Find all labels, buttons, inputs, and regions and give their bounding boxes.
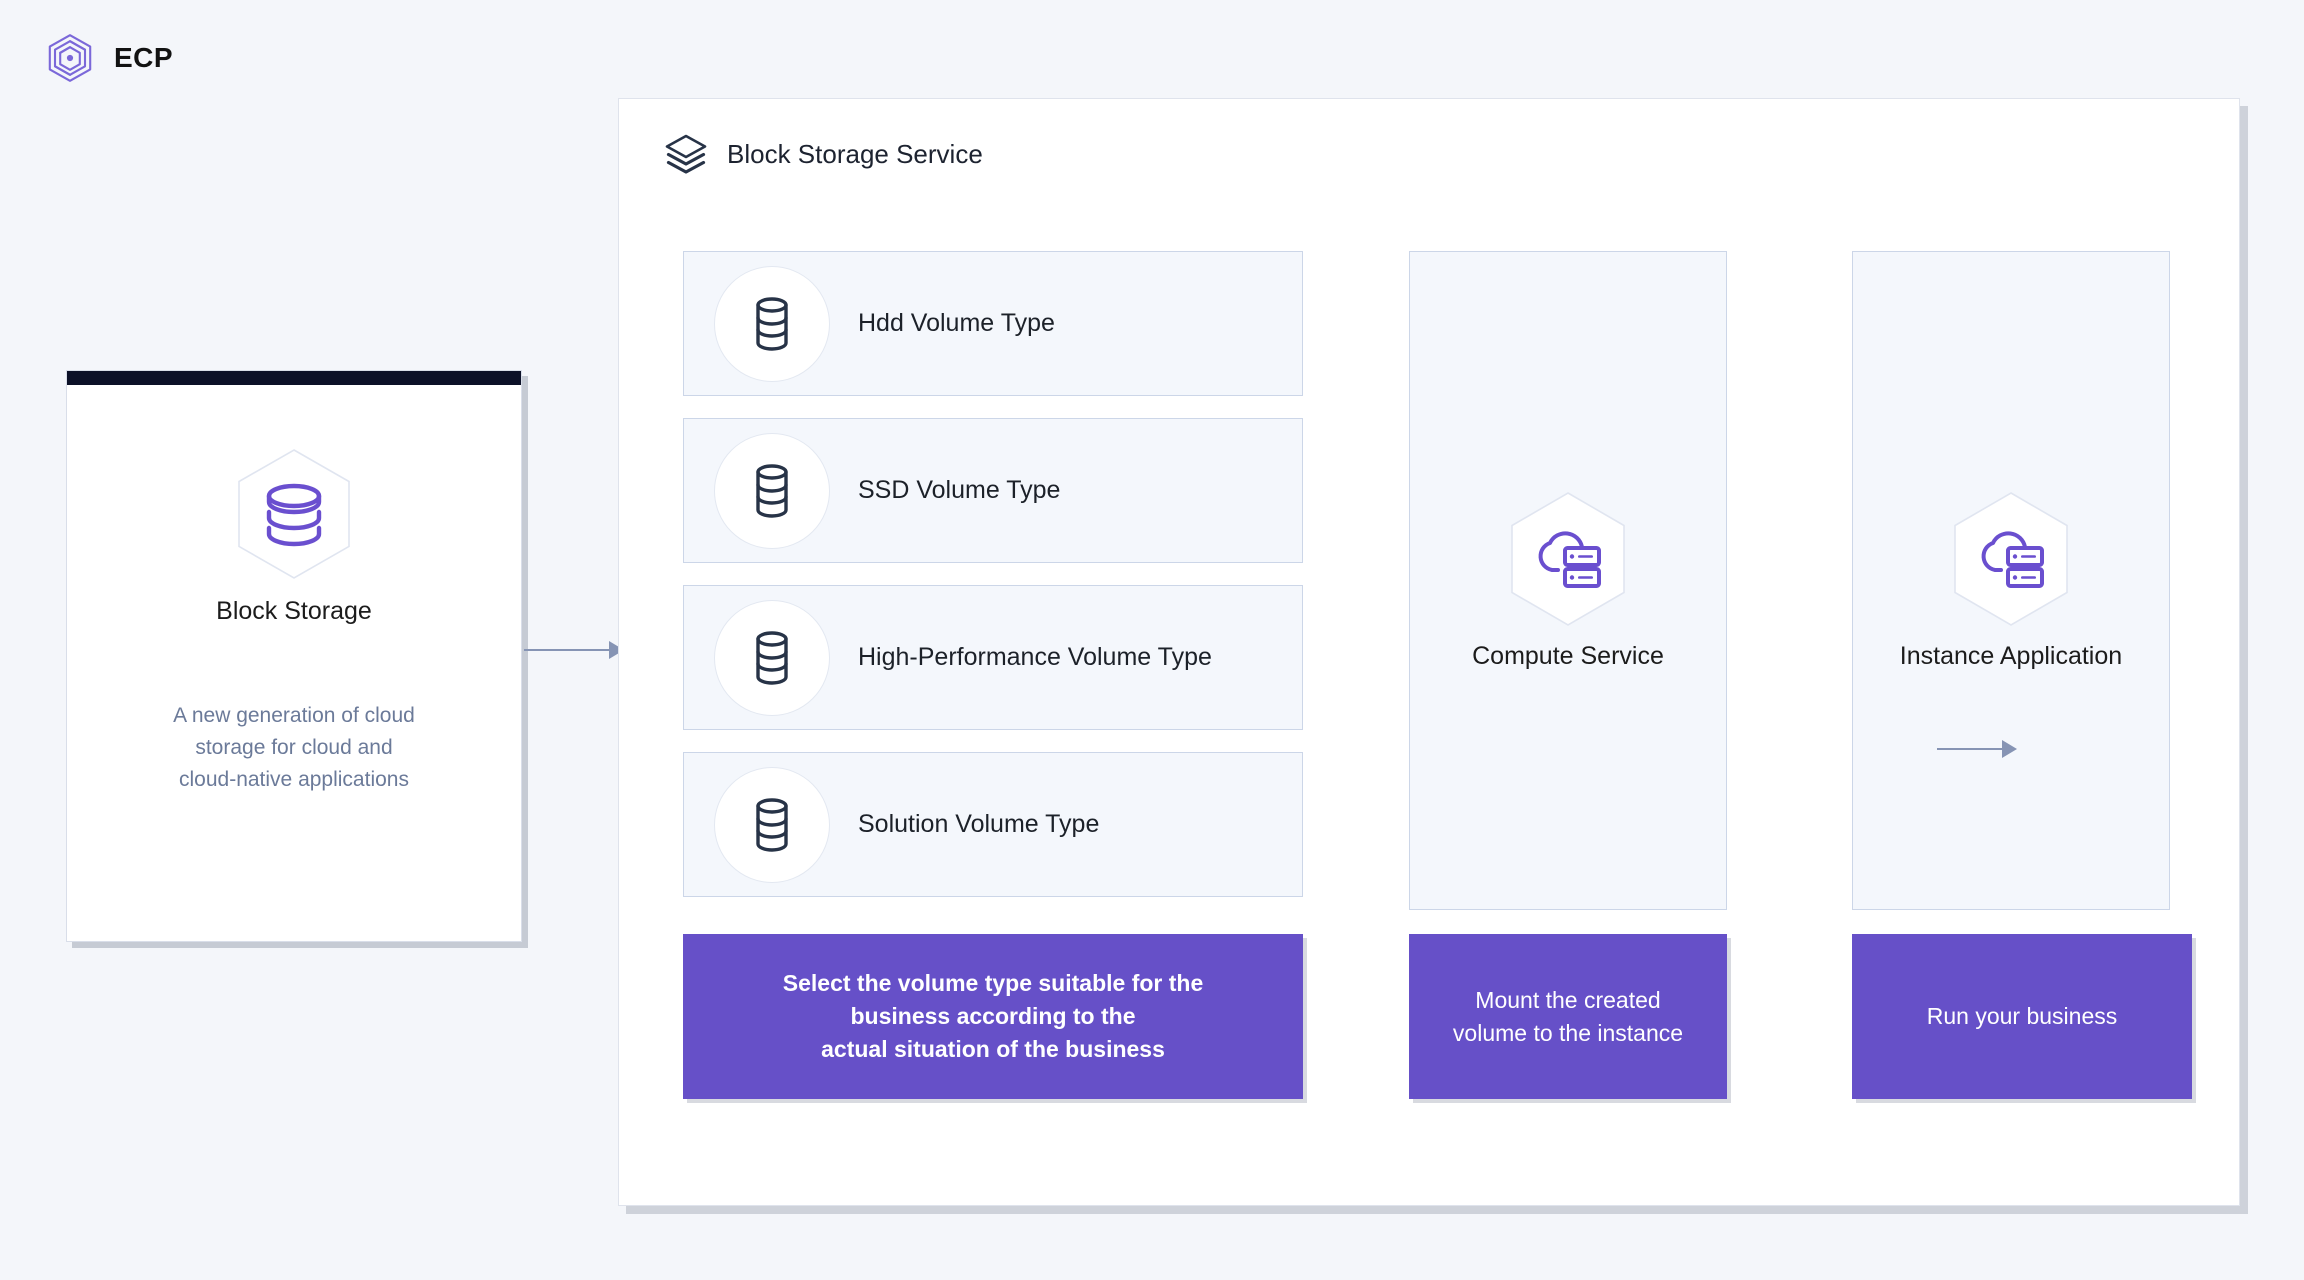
layers-stack-icon [663,131,709,177]
card-body: Block Storage A new generation of cloud … [67,385,521,796]
ecp-hexagon-swirl-icon [44,32,96,84]
brand-name: ECP [114,42,174,73]
caption-text: Select the volume type suitable for the … [782,970,1204,1062]
card-description: A new generation of cloud storage for cl… [173,704,415,791]
brand-header: ECP [44,32,173,84]
caption-box-volumes: Select the volume type suitable for the … [683,934,1303,1099]
database-cylinder-icon [714,265,830,382]
volume-type-label: Hdd Volume Type [858,309,1055,337]
arrow-volumes-to-compute-icon [1937,739,2017,759]
volume-type-row[interactable]: SSD Volume Type [683,418,1303,563]
volume-type-label: High-Performance Volume Type [858,643,1212,671]
block-storage-product-card: Block Storage A new generation of cloud … [66,370,522,942]
arrow-storage-to-service-icon [524,640,624,660]
database-cylinder-icon [714,432,830,549]
volume-type-row[interactable]: High-Performance Volume Type [683,585,1303,730]
panel-header: Block Storage Service [663,131,983,177]
stage-label: Compute Service [1472,642,1664,670]
arrow-shaft [1937,748,2002,750]
volume-types-list: Hdd Volume Type SSD Volume Type [683,251,1303,919]
card-title: Block Storage [216,597,372,625]
volume-type-label: Solution Volume Type [858,810,1100,838]
panel-title: Block Storage Service [727,138,983,169]
caption-text: Run your business [1926,1003,2118,1029]
database-stack-icon [232,447,356,581]
caption-text: Mount the created volume to the instance [1452,986,1684,1046]
caption-box-instance: Run your business [1852,934,2192,1099]
compute-service-column: Compute Service [1409,251,1727,910]
card-accent-topbar [67,371,521,385]
database-cylinder-icon [714,766,830,883]
instance-application-column: Instance Application [1852,251,2170,910]
arrow-head [2002,740,2017,758]
database-cylinder-icon [714,599,830,716]
stage-label: Instance Application [1899,642,2123,670]
volume-type-label: SSD Volume Type [858,476,1061,504]
block-storage-service-panel: Block Storage Service Hdd Volume Type [618,98,2240,1206]
caption-box-compute: Mount the created volume to the instance [1409,934,1727,1099]
volume-type-row[interactable]: Solution Volume Type [683,752,1303,897]
cloud-server-icon [1504,490,1632,628]
volume-type-row[interactable]: Hdd Volume Type [683,251,1303,396]
arrow-shaft [524,649,609,651]
cloud-server-icon [1947,490,2075,628]
